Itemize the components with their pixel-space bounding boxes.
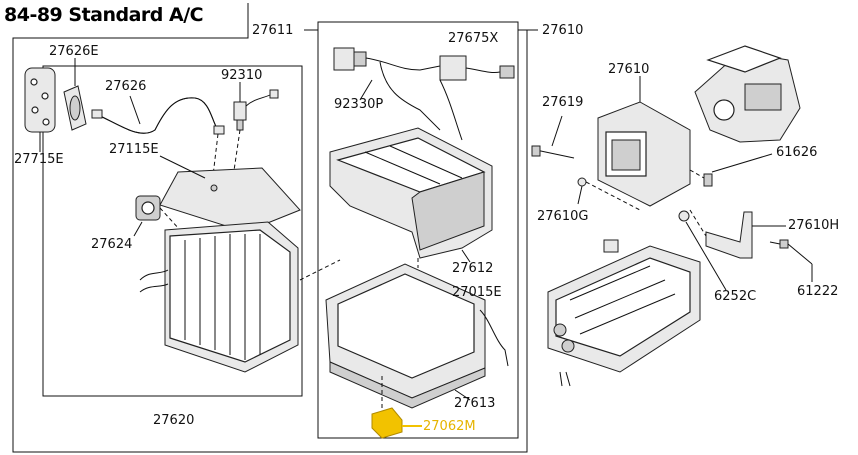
part-27062M-highlighted xyxy=(371,376,422,439)
heater-control-assembly xyxy=(547,239,701,387)
label-27115E: 27115E xyxy=(109,142,159,157)
label-92310: 92310 xyxy=(221,68,263,83)
label-27062M: 27062M xyxy=(423,419,476,434)
label-61626: 61626 xyxy=(776,145,818,160)
harness-92330P xyxy=(333,47,515,141)
frame-27610 xyxy=(12,3,528,453)
pipe-27626 xyxy=(91,95,225,135)
label-27626E: 27626E xyxy=(49,44,99,59)
label-27675X: 27675X xyxy=(448,31,499,46)
blower-assembly xyxy=(694,45,801,143)
screw-61626 xyxy=(689,153,773,187)
label-27619: 27619 xyxy=(542,95,584,110)
upper-case-27612 xyxy=(329,127,493,268)
label-27620: 27620 xyxy=(153,413,195,428)
label-27610H: 27610H xyxy=(788,218,840,233)
label-27015E: 27015E xyxy=(452,285,502,300)
screw-61222 xyxy=(769,239,813,282)
clip-6252C xyxy=(678,210,727,291)
heater-unit-27610 xyxy=(597,76,691,207)
label-27613: 27613 xyxy=(454,396,496,411)
insulator-27115E xyxy=(159,155,301,233)
label-27610-mid: 27610 xyxy=(608,62,650,77)
label-27610-top: 27610 xyxy=(542,23,584,38)
label-27611: 27611 xyxy=(252,23,294,38)
label-92330P: 92330P xyxy=(334,97,384,112)
bracket-27610H xyxy=(689,209,786,259)
label-27610G: 27610G xyxy=(537,209,589,224)
label-27624: 27624 xyxy=(91,237,133,252)
label-6252C: 6252C xyxy=(714,289,757,304)
label-27612: 27612 xyxy=(452,261,494,276)
label-61222: 61222 xyxy=(797,284,839,299)
label-27715E: 27715E xyxy=(14,152,64,167)
diagram-title: 84-89 Standard A/C xyxy=(4,4,204,26)
valve-27624 xyxy=(133,195,181,237)
grommet-27626E xyxy=(63,58,87,131)
label-27626: 27626 xyxy=(105,79,147,94)
seal-pad-27715E xyxy=(24,67,56,152)
evaporator-27620 xyxy=(139,221,341,373)
lower-case-27613 xyxy=(325,263,509,409)
rod-27619 xyxy=(531,115,575,159)
frame-27620 xyxy=(42,65,303,397)
frame-27611 xyxy=(317,21,519,439)
grommet-27610G xyxy=(577,177,641,211)
